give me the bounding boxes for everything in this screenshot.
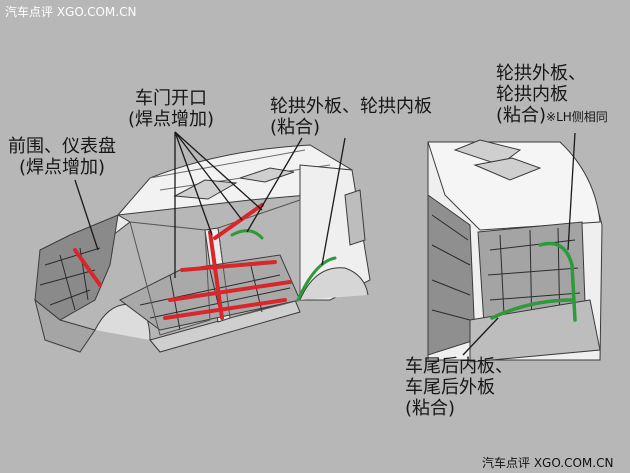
leader-lines bbox=[74, 131, 576, 356]
main-vehicle-body bbox=[34, 144, 371, 353]
label-wheel-arch-side: 轮拱外板、轮拱内板 (粘合) bbox=[270, 96, 432, 138]
watermark-top: 汽车点评 XGO.COM.CN bbox=[5, 5, 137, 19]
adhesive-highlight-rear bbox=[490, 241, 577, 322]
label-wheel-arch-rear-line1: 轮拱外板、 bbox=[496, 63, 586, 84]
weld-highlight-lines bbox=[73, 203, 292, 320]
label-front-panel-line1: 前围、仪表盘 bbox=[8, 136, 116, 157]
label-door-opening: 车门开口 (焊点增加) bbox=[128, 88, 214, 130]
label-rear-panel: 车尾后内板、 车尾后外板 (粘合) bbox=[405, 356, 513, 419]
label-rear-panel-line1: 车尾后内板、 bbox=[405, 356, 513, 377]
label-rear-panel-line3: (粘合) bbox=[405, 398, 456, 419]
label-front-panel: 前围、仪表盘 (焊点增加) bbox=[8, 136, 116, 178]
label-wheel-arch-rear: 轮拱外板、 轮拱内板 (粘合)※LH侧相同 bbox=[496, 63, 608, 128]
adhesive-highlight-side bbox=[230, 229, 337, 302]
label-door-opening-line1: 车门开口 bbox=[135, 88, 208, 109]
label-rear-panel-line2: 车尾后外板 bbox=[405, 377, 495, 398]
label-door-opening-line2: (焊点增加) bbox=[128, 109, 215, 130]
label-wheel-arch-side-line2: (粘合) bbox=[270, 117, 321, 138]
rear-closeup-body bbox=[427, 139, 603, 363]
label-wheel-arch-rear-line3: (粘合) bbox=[496, 105, 547, 126]
label-wheel-arch-side-line1: 轮拱外板、轮拱内板 bbox=[270, 96, 432, 117]
label-wheel-arch-rear-note: ※LH侧相同 bbox=[546, 110, 608, 124]
watermark-bottom: 汽车点评 XGO.COM.CN bbox=[482, 456, 614, 470]
label-front-panel-line2: (焊点增加) bbox=[18, 157, 106, 178]
label-wheel-arch-rear-line2: 轮拱内板 bbox=[496, 84, 568, 105]
